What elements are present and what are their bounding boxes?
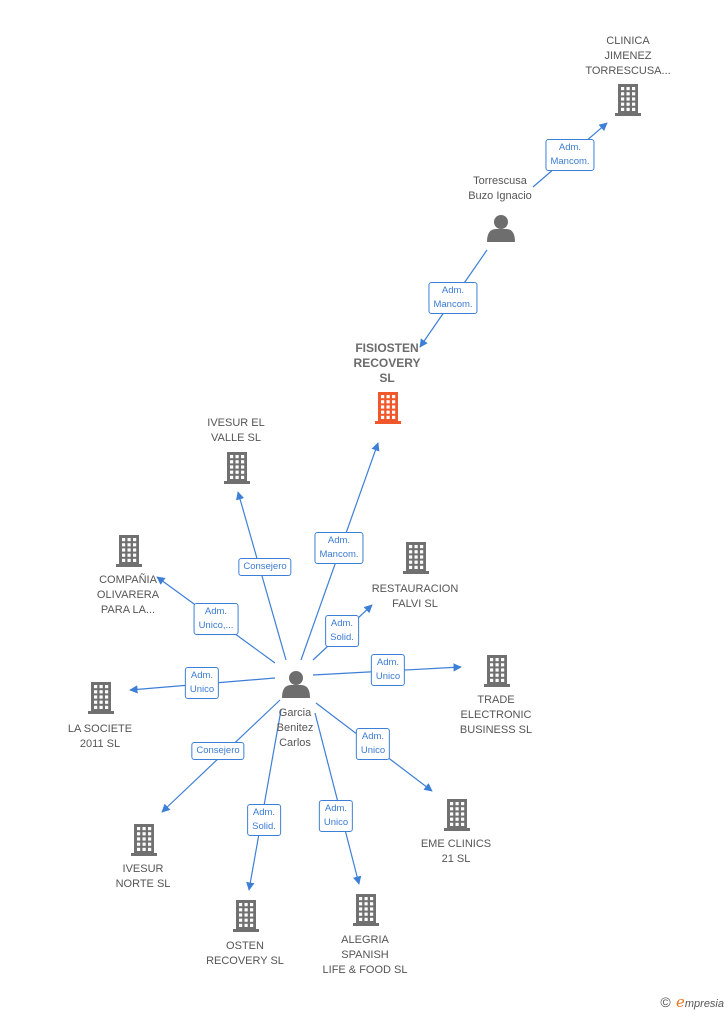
- node-label-clinica[interactable]: CLINICA JIMENEZ TORRESCUSA...: [585, 35, 671, 77]
- building-icon-fisiosten[interactable]: [375, 392, 401, 424]
- relation-label-garcia-to-alegria[interactable]: Adm. Unico: [318, 800, 354, 832]
- node-label-alegria[interactable]: ALEGRIA SPANISH LIFE & FOOD SL: [322, 934, 408, 976]
- relation-label-garcia-to-trade[interactable]: Adm. Unico: [370, 654, 406, 686]
- relation-label-garcia-to-ivesur_valle[interactable]: Consejero: [238, 558, 292, 576]
- node-label-compania[interactable]: COMPAÑIA OLIVARERA PARA LA...: [96, 574, 160, 616]
- copyright-icon: ©: [660, 994, 671, 1010]
- node-label-la_societe[interactable]: LA SOCIETE 2011 SL: [67, 723, 133, 750]
- node-label-garcia[interactable]: Garcia Benitez Carlos: [276, 707, 314, 749]
- node-label-ivesur_norte[interactable]: IVESUR NORTE SL: [115, 863, 171, 890]
- edge-garcia-to-ivesur_valle: [236, 491, 287, 661]
- relation-label-garcia-to-ivesur_norte[interactable]: Consejero: [191, 742, 245, 760]
- relation-label-garcia-to-osten[interactable]: Adm. Solid.: [247, 804, 281, 836]
- relation-label-torrescusa-to-fisiosten[interactable]: Adm. Mancom.: [428, 282, 478, 314]
- node-label-restauracion[interactable]: RESTAURACION FALVI SL: [371, 583, 459, 610]
- edge-garcia-to-alegria: [314, 712, 362, 885]
- building-icon-la_societe[interactable]: [88, 682, 114, 714]
- building-icon-osten[interactable]: [233, 900, 259, 932]
- relation-label-garcia-to-fisiosten[interactable]: Adm. Mancom.: [314, 532, 364, 564]
- brand-logo-initial: e: [675, 993, 685, 1011]
- node-label-fisiosten[interactable]: FISIOSTEN RECOVERY SL: [353, 341, 421, 385]
- node-label-trade[interactable]: TRADE ELECTRONIC BUSINESS SL: [459, 694, 533, 736]
- person-icon-torrescusa[interactable]: [487, 215, 515, 242]
- edge-garcia-to-osten: [246, 709, 282, 891]
- relation-label-garcia-to-restauracion[interactable]: Adm. Solid.: [325, 615, 359, 647]
- building-icon-restauracion[interactable]: [403, 542, 429, 574]
- building-icon-ivesur_norte[interactable]: [131, 824, 157, 856]
- building-icon-compania[interactable]: [116, 535, 142, 567]
- relation-label-garcia-to-compania[interactable]: Adm. Unico,...: [193, 603, 239, 635]
- node-label-ivesur_valle[interactable]: IVESUR EL VALLE SL: [207, 417, 265, 444]
- relation-label-garcia-to-la_societe[interactable]: Adm. Unico: [184, 667, 220, 699]
- building-icon-eme[interactable]: [444, 799, 470, 831]
- node-label-osten[interactable]: OSTEN RECOVERY SL: [206, 940, 284, 967]
- footer-credit: © empresia: [660, 993, 724, 1011]
- building-icon-clinica[interactable]: [615, 84, 641, 116]
- relation-label-garcia-to-eme[interactable]: Adm. Unico: [355, 728, 391, 760]
- building-icon-ivesur_valle[interactable]: [224, 452, 250, 484]
- building-icon-trade[interactable]: [484, 655, 510, 687]
- building-icon-alegria[interactable]: [353, 894, 379, 926]
- node-label-torrescusa[interactable]: Torrescusa Buzo Ignacio: [468, 175, 532, 202]
- person-icon-garcia[interactable]: [282, 671, 310, 698]
- brand-logo-text: mpresia: [684, 998, 724, 1010]
- relation-label-torrescusa-to-clinica[interactable]: Adm. Mancom.: [545, 139, 595, 171]
- node-label-eme[interactable]: EME CLINICS 21 SL: [420, 838, 492, 865]
